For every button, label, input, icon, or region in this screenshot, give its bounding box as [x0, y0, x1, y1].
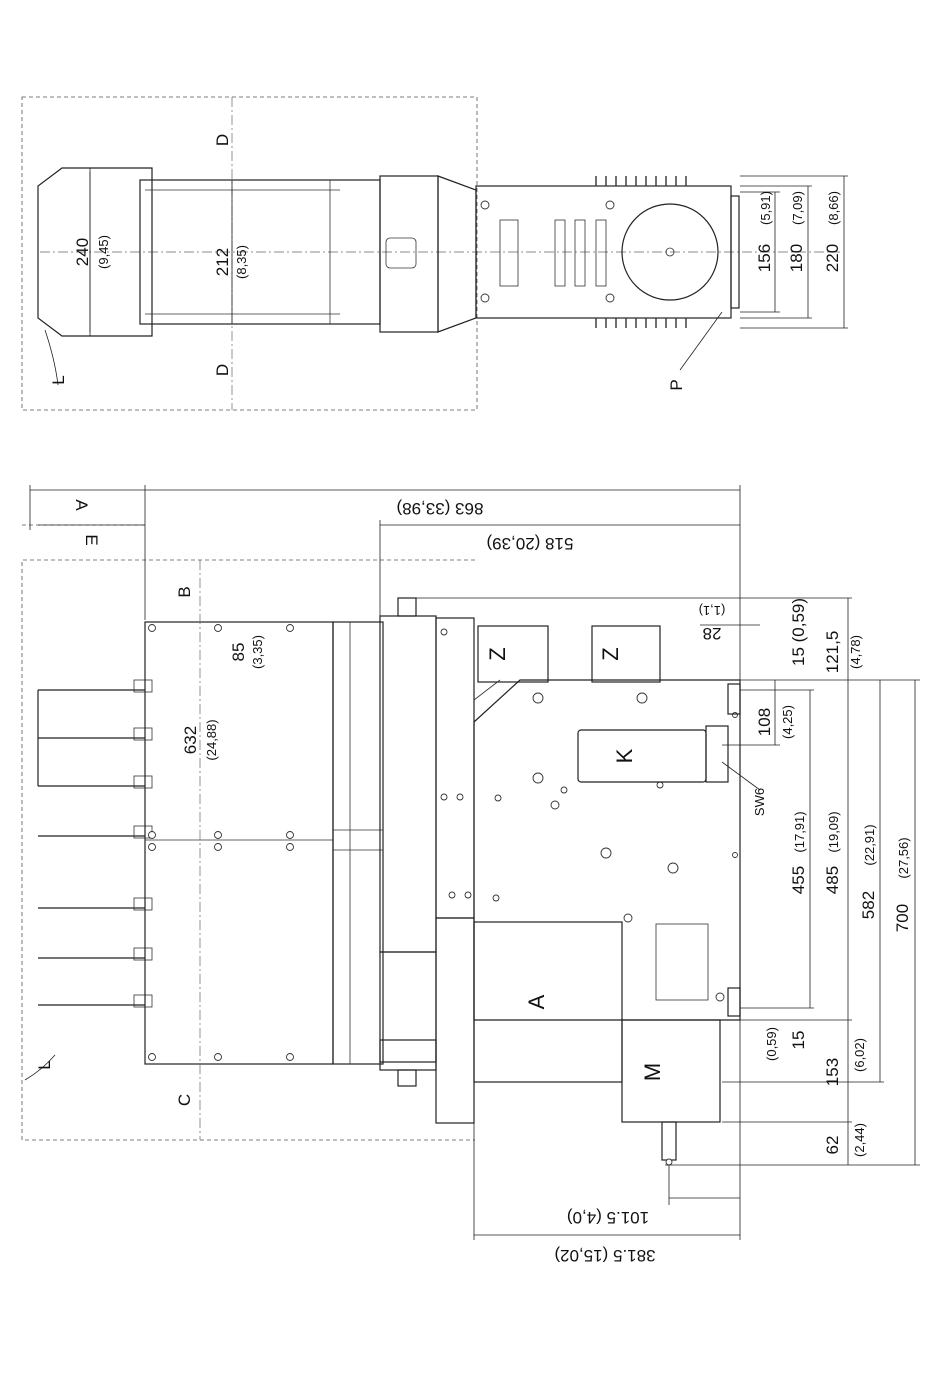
dim-108-inches: (4,25): [780, 705, 795, 739]
dim-632: 632: [181, 726, 200, 754]
dim-28: 28: [703, 624, 722, 643]
dim-180: 180: [787, 244, 806, 272]
gripper-plate: [145, 622, 333, 1064]
dim-518: 518 (20,39): [487, 534, 574, 553]
dim-240: 240: [73, 238, 92, 266]
label-c: C: [175, 1094, 194, 1106]
label-a-top: A: [72, 499, 91, 511]
label-b: B: [175, 586, 194, 597]
dim-121-5: 121,5: [823, 631, 842, 674]
dim-62: 62: [823, 1136, 842, 1155]
body-screws: [493, 693, 738, 901]
dim-455: 455: [789, 866, 808, 894]
dim-108: 108: [755, 708, 774, 736]
label-l-top: L: [49, 375, 68, 384]
label-e: E: [82, 534, 101, 545]
label-d-top: D: [213, 134, 232, 146]
side-view: 863 (33,98) 518 (20,39) A E B C L 632 (2…: [22, 485, 920, 1265]
dim-700-inches: (27,56): [896, 837, 911, 878]
dim-700: 700: [893, 904, 912, 932]
label-m: M: [640, 1063, 665, 1081]
dim-220: 220: [823, 244, 842, 272]
label-z-1: Z: [485, 647, 510, 660]
dim-15-top: 15 (0,59): [789, 598, 808, 666]
dim-582-inches: (22,91): [862, 824, 877, 865]
dim-153: 153: [823, 1058, 842, 1086]
top-view: 240 (9,45) 212 (8,35) D D L P 156 (5,91)…: [22, 97, 848, 410]
dim-15-bottom-inches: (0,59): [764, 1027, 779, 1061]
motor-k: [578, 730, 706, 782]
dim-85: 85: [229, 643, 248, 662]
dim-212-inches: (8,35): [234, 245, 249, 279]
dim-101-5: 101.5 (4,0): [567, 1208, 649, 1227]
arm-rails: [333, 622, 383, 1064]
dim-15-bottom: 15: [789, 1031, 808, 1050]
label-d-bottom: D: [213, 364, 232, 376]
label-k: K: [612, 748, 637, 763]
dim-455-inches: (17,91): [792, 811, 807, 852]
dim-632-inches: (24,88): [204, 719, 219, 760]
dim-485: 485: [823, 866, 842, 894]
dim-85-inches: (3,35): [250, 635, 265, 669]
dim-28-inches: (1,1): [699, 603, 726, 618]
dim-381-5: 381.5 (15,02): [554, 1246, 655, 1265]
dim-153-inches: (6,02): [852, 1038, 867, 1072]
dim-220-inches: (8,66): [826, 191, 841, 225]
dim-156: 156: [755, 244, 774, 272]
dim-582: 582: [859, 891, 878, 919]
dim-121-5-inches: (4,78): [848, 635, 863, 669]
motor-m: [622, 1020, 720, 1122]
label-l-side: L: [35, 1060, 54, 1069]
dim-240-inches: (9,45): [96, 235, 111, 269]
label-p: P: [667, 379, 686, 390]
label-sw6: SW6: [752, 788, 767, 816]
dim-863: 863 (33,98): [397, 499, 484, 518]
dim-62-inches: (2,44): [852, 1123, 867, 1157]
carriage-block: [380, 176, 438, 332]
dim-212: 212: [213, 248, 232, 276]
label-a-box: A: [524, 994, 549, 1009]
dim-180-inches: (7,09): [790, 191, 805, 225]
label-z-2: Z: [598, 647, 623, 660]
plate-screws: [149, 625, 294, 1061]
dim-485-inches: (19,09): [826, 811, 841, 852]
gripper-fingers: [38, 680, 152, 1007]
dim-156-inches: (5,91): [758, 191, 773, 225]
